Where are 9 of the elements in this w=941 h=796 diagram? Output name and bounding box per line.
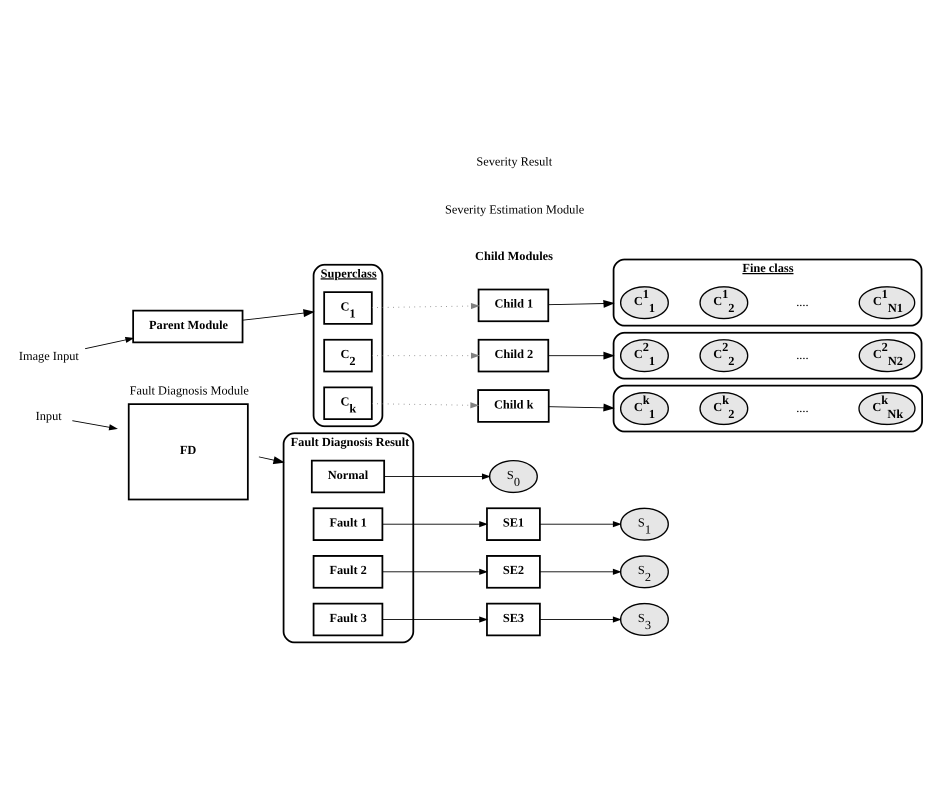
label: .... — [796, 348, 809, 362]
node-text: Image Input — [18, 348, 79, 363]
label: .... — [796, 400, 809, 415]
label: Child Modules — [475, 249, 553, 264]
label: Severity Estimation Module — [445, 202, 584, 216]
node-label: Fault Diagnosis Module — [130, 384, 249, 398]
label: .... — [796, 294, 809, 309]
node-text: Input — [36, 408, 62, 423]
label: Severity Result — [476, 154, 552, 169]
